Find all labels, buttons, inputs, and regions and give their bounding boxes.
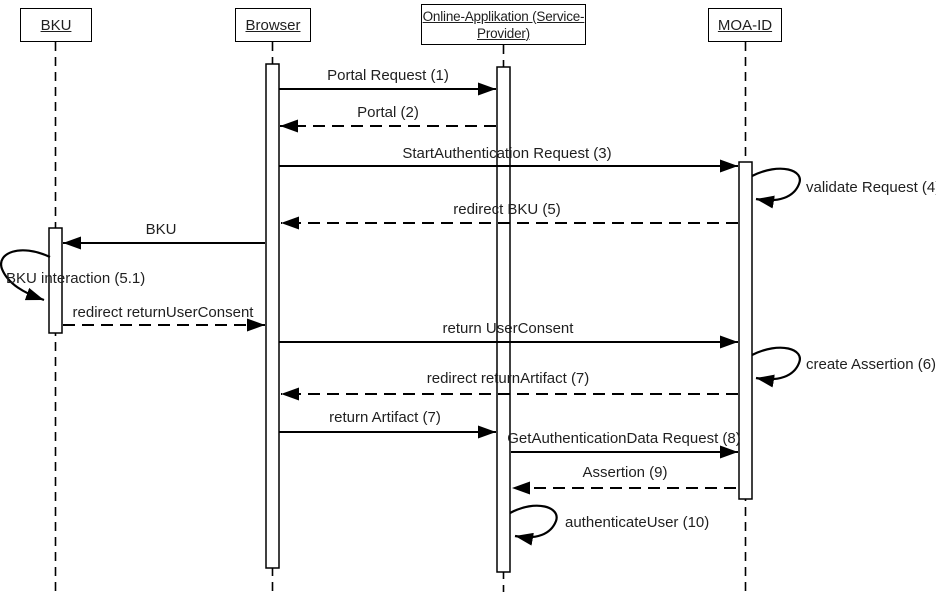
activation-bar-browser [265,63,280,569]
actor-box-moa-id: MOA-ID [708,8,782,42]
activation-bar-online-app [496,66,511,573]
actor-label-bku: BKU [40,16,72,34]
message-label-portal-request: Portal Request (1) [327,67,449,84]
self-loop-authenticate-user [509,504,558,546]
actor-label-online-app-line1: Online-Applikation (Service- [422,8,585,24]
message-label-assertion: Assertion (9) [582,464,668,481]
message-label-redirect-return-artifact: redirect returnArtifact (7) [426,370,590,387]
message-label-start-authentication-request: StartAuthentication Request (3) [402,145,612,162]
actor-label-moa-id: MOA-ID [717,16,773,34]
actor-label-browser: Browser [245,16,301,34]
self-loop-bku-interaction [0,249,51,302]
activation-bar-bku [48,227,63,334]
message-label-validate-request: validate Request (4) [806,179,936,196]
message-label-portal: Portal (2) [357,104,419,121]
message-label-return-artifact: return Artifact (7) [329,409,441,426]
message-label-return-user-consent: return UserConsent [442,320,574,337]
activation-bar-moa-id [738,161,753,500]
self-loop-validate-request [751,167,801,209]
message-label-get-authentication-data-request: GetAuthenticationData Request (8) [507,430,741,447]
message-label-bku: BKU [145,221,177,238]
message-label-create-assertion: create Assertion (6) [806,356,936,373]
message-label-redirect-bku: redirect BKU (5) [453,201,561,218]
message-label-bku-interaction: BKU interaction (5.1) [6,270,146,287]
actor-box-online-app: Online-Applikation (Service- Provider) [421,4,586,45]
actor-box-bku: BKU [20,8,92,42]
actor-box-browser: Browser [235,8,311,42]
message-label-redirect-return-user-consent: redirect returnUserConsent [72,304,254,321]
self-loop-create-assertion [751,346,801,388]
actor-label-online-app-line2: Provider) [477,25,530,41]
message-label-authenticate-user: authenticateUser (10) [565,514,710,531]
